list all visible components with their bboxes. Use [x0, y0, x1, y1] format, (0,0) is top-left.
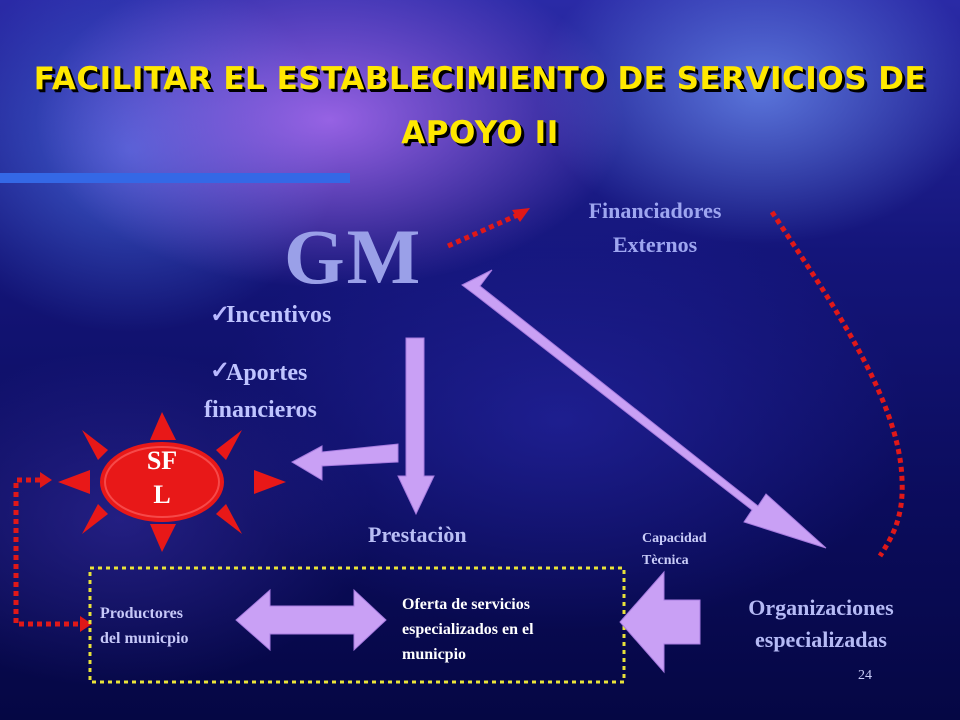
organizaciones-line1: Organizaciones [748, 595, 894, 620]
financieros-label: financieros [204, 397, 317, 423]
check-icon: ✓ [210, 358, 231, 384]
oferta-line1: Oferta de servicios [402, 596, 530, 613]
sfl-line2: L [153, 480, 171, 509]
arrow-gm-to-organizaciones [461, 269, 827, 549]
organizaciones-line2: especializadas [755, 627, 887, 652]
oferta-servicios-label: Oferta de servicios especializados en el… [402, 592, 534, 667]
sfl-line1: SF [146, 446, 178, 475]
capacidad-line1: Capacidad [642, 531, 707, 546]
services-dotted-box [88, 566, 626, 684]
gm-label: GM [284, 213, 423, 300]
prestacion-label: Prestaciòn [368, 522, 467, 547]
sfl-sun [58, 412, 286, 552]
slide-title: FACILITAR EL ESTABLECIMIENTO DE SERVICIO… [33, 61, 927, 151]
productores-line2: del municpio [100, 630, 189, 647]
capacidad-line2: Tècnica [642, 553, 689, 568]
check-icon: ✓ [210, 302, 231, 328]
arrow-organizaciones-to-oferta [619, 570, 701, 674]
financiadores-line1: Financiadores [588, 198, 722, 223]
dotted-link-financiadores-organizaciones [769, 210, 905, 558]
double-arrow-productores-oferta [235, 588, 387, 652]
oferta-line2: especializados en el [402, 621, 534, 638]
title-underline-bar [0, 173, 350, 183]
financiadores-line2: Externos [612, 232, 698, 257]
incentivos-label: Incentivos [226, 302, 332, 328]
page-number: 24 [858, 668, 872, 683]
oferta-line3: municpio [402, 646, 467, 663]
productores-label: Productores del municpio [100, 601, 188, 651]
arrow-gm-to-financiadores [446, 208, 530, 249]
productores-line1: Productores [100, 605, 183, 622]
arrow-to-sfl [290, 443, 399, 481]
organizaciones-especializadas-label: Organizaciones especializadas [706, 592, 936, 656]
financiadores-externos-label: Financiadores Externos [540, 194, 770, 262]
aportes-label: Aportes [226, 360, 308, 386]
sfl-label: SF L [112, 444, 212, 512]
dotted-link-sfl-productores [13, 472, 92, 632]
arrow-gm-to-prestacion [397, 337, 435, 516]
capacidad-tecnica-label: Capacidad Tècnica [642, 528, 707, 572]
